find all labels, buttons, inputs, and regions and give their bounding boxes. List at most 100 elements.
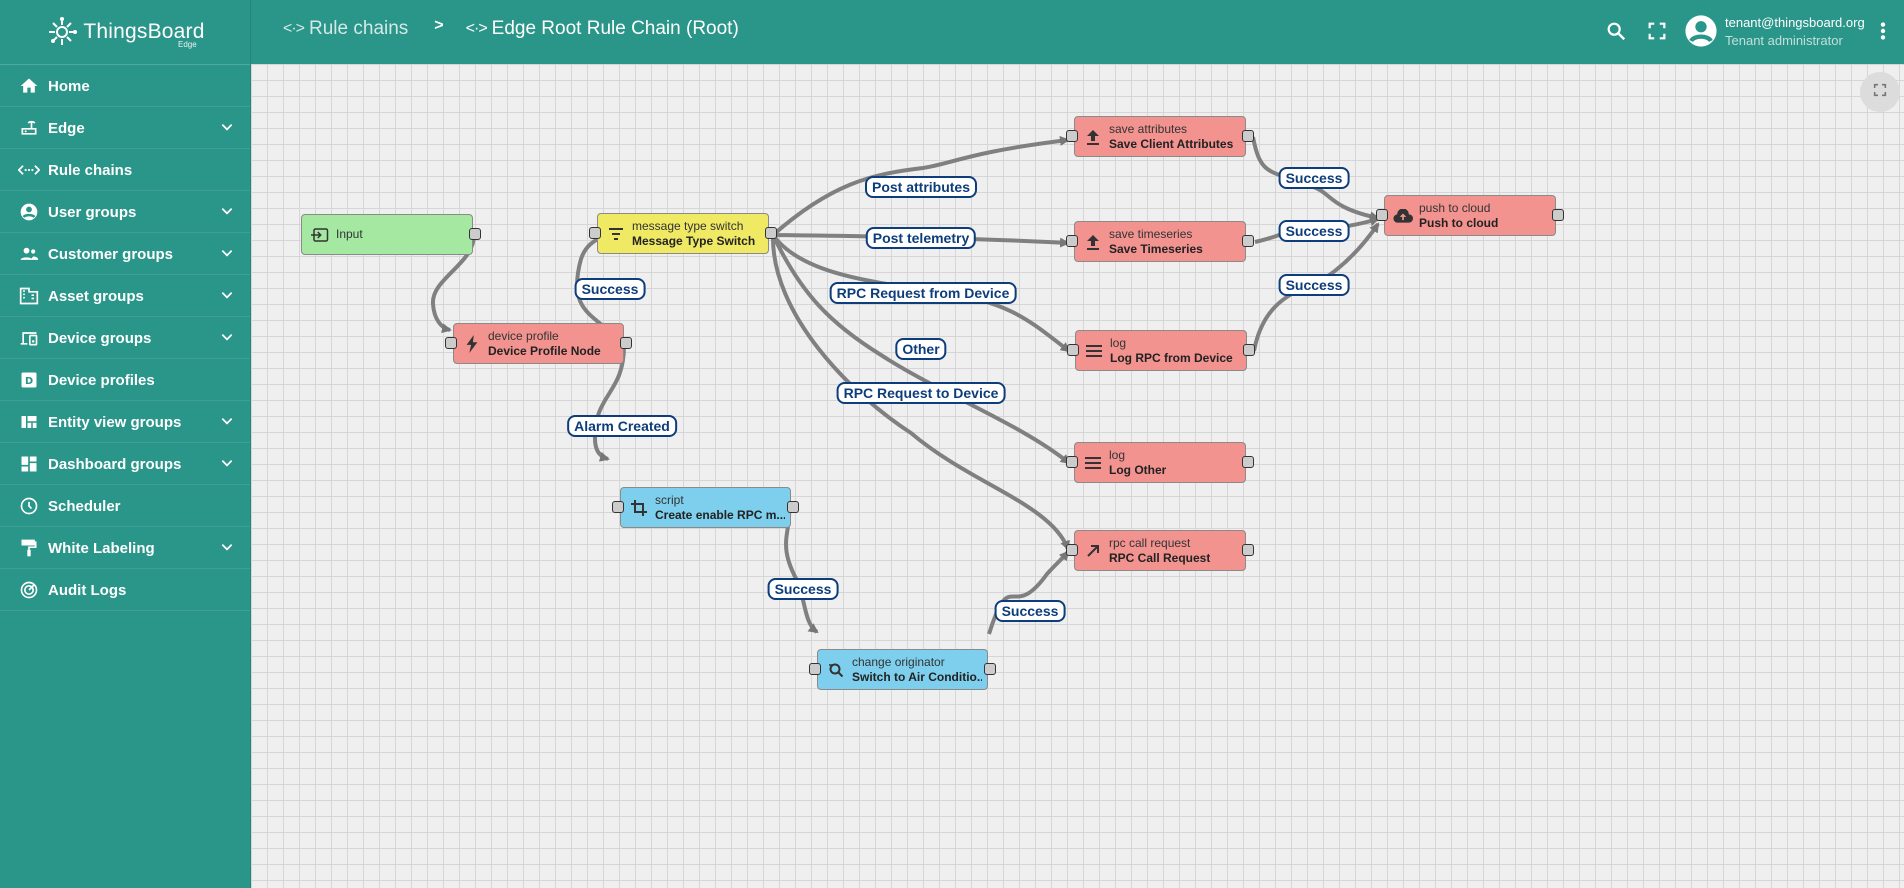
user-info[interactable]: tenant@thingsboard.org Tenant administra… bbox=[1725, 14, 1865, 50]
sidebar-item-asset-groups[interactable]: Asset groups bbox=[0, 276, 250, 317]
transform-icon bbox=[629, 499, 649, 516]
link-label-post-attributes[interactable]: Post attributes bbox=[864, 176, 978, 198]
input-port[interactable] bbox=[1376, 209, 1388, 221]
sidebar-item-entity-view-groups[interactable]: Entity view groups bbox=[0, 402, 250, 443]
output-port[interactable] bbox=[1242, 130, 1254, 142]
rule-node-log-rpc-from-device[interactable]: log Log RPC from Device bbox=[1067, 330, 1255, 371]
svg-text:D: D bbox=[25, 376, 33, 387]
rule-node-name: Log RPC from Device bbox=[1110, 350, 1233, 365]
router-icon bbox=[18, 117, 40, 139]
link-script-to-change-orig[interactable] bbox=[784, 507, 819, 634]
filter-icon bbox=[606, 227, 626, 240]
avatar[interactable] bbox=[1684, 14, 1718, 53]
sidebar-item-device-profiles[interactable]: D Device profiles bbox=[0, 360, 250, 401]
rule-node-type: save timeseries bbox=[1109, 226, 1193, 241]
find-replace-icon bbox=[826, 662, 846, 678]
rule-node-script[interactable]: script Create enable RPC m... bbox=[612, 487, 799, 528]
link-switch-to-rpc-call[interactable] bbox=[770, 234, 1070, 551]
input-port[interactable] bbox=[809, 663, 821, 675]
rule-chain-canvas[interactable]: Input device profile Device Profile Node… bbox=[251, 64, 1904, 888]
chevron-down-icon bbox=[220, 456, 234, 474]
input-port[interactable] bbox=[1066, 130, 1078, 142]
link-label-success[interactable]: Success bbox=[1278, 274, 1350, 296]
input-port[interactable] bbox=[1066, 235, 1078, 247]
output-port[interactable] bbox=[469, 228, 481, 240]
input-port[interactable] bbox=[1066, 456, 1078, 468]
sidebar-item-label: User groups bbox=[48, 203, 137, 221]
rule-node-name: Save Timeseries bbox=[1109, 241, 1203, 256]
sidebar-item-label: Dashboard groups bbox=[48, 455, 182, 473]
input-port[interactable] bbox=[1067, 344, 1079, 356]
sidebar-item-rule-chains[interactable]: Rule chains bbox=[0, 150, 250, 191]
rule-node-name: Push to cloud bbox=[1419, 215, 1499, 230]
input-port[interactable] bbox=[589, 227, 601, 239]
search-icon[interactable] bbox=[1605, 20, 1627, 47]
output-port[interactable] bbox=[620, 337, 632, 349]
brand-name: ThingsBoard bbox=[83, 20, 205, 43]
input-port[interactable] bbox=[445, 337, 457, 349]
sidebar-item-label: Device groups bbox=[48, 329, 152, 347]
link-switch-to-save-attr[interactable] bbox=[771, 135, 1070, 237]
rule-node-input[interactable]: Input bbox=[301, 214, 481, 255]
view-quilt-icon bbox=[18, 411, 40, 433]
output-port[interactable] bbox=[1243, 344, 1255, 356]
sidebar-item-home[interactable]: Home bbox=[0, 66, 250, 107]
rule-node-change-originator[interactable]: change originator Switch to Air Conditio… bbox=[809, 649, 996, 690]
output-port[interactable] bbox=[1242, 544, 1254, 556]
app-logo[interactable]: ThingsBoard Edge bbox=[0, 0, 250, 65]
rule-node-rpc-call-request[interactable]: rpc call request RPC Call Request bbox=[1066, 530, 1254, 571]
link-label-success[interactable]: Success bbox=[1278, 220, 1350, 242]
link-switch-to-log-other[interactable] bbox=[771, 234, 1071, 465]
output-port[interactable] bbox=[1242, 235, 1254, 247]
output-port[interactable] bbox=[984, 663, 996, 675]
rule-node-message-type-switch[interactable]: message type switch Message Type Switch bbox=[589, 213, 777, 254]
rule-node-type: log bbox=[1109, 447, 1126, 462]
fullscreen-icon[interactable] bbox=[1646, 20, 1668, 47]
sidebar-item-label: Asset groups bbox=[48, 287, 144, 305]
rule-node-log-other[interactable]: log Log Other bbox=[1066, 442, 1254, 483]
fullscreen-icon bbox=[1872, 82, 1888, 103]
link-label-success[interactable]: Success bbox=[994, 600, 1066, 622]
rule-node-device-profile[interactable]: device profile Device Profile Node bbox=[445, 323, 632, 364]
rule-node-name: Save Client Attributes bbox=[1109, 136, 1234, 151]
link-label-rpc-request-to-device[interactable]: RPC Request to Device bbox=[836, 382, 1006, 404]
more-vert-icon[interactable] bbox=[1878, 20, 1888, 47]
output-port[interactable] bbox=[1552, 209, 1564, 221]
link-input-to-device-profile[interactable] bbox=[431, 234, 476, 334]
link-label-post-telemetry[interactable]: Post telemetry bbox=[865, 227, 977, 249]
user-email: tenant@thingsboard.org bbox=[1725, 15, 1865, 30]
rule-node-save-attributes[interactable]: save attributes Save Client Attributes bbox=[1066, 116, 1254, 157]
link-label-other[interactable]: Other bbox=[895, 338, 947, 360]
sidebar-item-device-groups[interactable]: Device groups bbox=[0, 318, 250, 359]
chevron-down-icon bbox=[220, 246, 234, 264]
sidebar-item-scheduler[interactable]: Scheduler bbox=[0, 486, 250, 527]
link-label-rpc-request-from-device[interactable]: RPC Request from Device bbox=[829, 282, 1017, 304]
rule-node-push-to-cloud[interactable]: push to cloud Push to cloud bbox=[1376, 195, 1564, 236]
input-port[interactable] bbox=[612, 501, 624, 513]
sidebar-item-audit-logs[interactable]: Audit Logs bbox=[0, 570, 250, 611]
link-label-success[interactable]: Success bbox=[767, 578, 839, 600]
rule-node-type: change originator bbox=[852, 654, 945, 669]
sidebar-item-label: Audit Logs bbox=[48, 581, 127, 599]
sidebar-item-edge[interactable]: Edge bbox=[0, 108, 250, 149]
output-port[interactable] bbox=[787, 501, 799, 513]
output-port[interactable] bbox=[1242, 456, 1254, 468]
breadcrumb-separator: > bbox=[434, 17, 444, 34]
breadcrumb-current: Edge Root Rule Chain (Root) bbox=[491, 18, 739, 39]
link-label-success[interactable]: Success bbox=[574, 278, 646, 300]
breadcrumb-rule-chains-link[interactable]: Rule chains bbox=[309, 18, 409, 39]
output-port[interactable] bbox=[765, 227, 777, 239]
rule-node-type: message type switch bbox=[632, 218, 744, 233]
input-port[interactable] bbox=[1066, 544, 1078, 556]
link-label-alarm-created[interactable]: Alarm Created bbox=[567, 415, 677, 437]
sidebar-item-user-groups[interactable]: User groups bbox=[0, 192, 250, 233]
rule-chain-icon: <·> bbox=[465, 20, 488, 37]
sidebar-item-dashboard-groups[interactable]: Dashboard groups bbox=[0, 444, 250, 485]
canvas-fullscreen-button[interactable] bbox=[1860, 72, 1900, 112]
rule-node-save-timeseries[interactable]: save timeseries Save Timeseries bbox=[1066, 221, 1254, 262]
upload-icon bbox=[1083, 234, 1103, 250]
sidebar-item-white-labeling[interactable]: White Labeling bbox=[0, 528, 250, 569]
sidebar-item-customer-groups[interactable]: Customer groups bbox=[0, 234, 250, 275]
chevron-down-icon bbox=[220, 414, 234, 432]
link-label-success[interactable]: Success bbox=[1278, 167, 1350, 189]
